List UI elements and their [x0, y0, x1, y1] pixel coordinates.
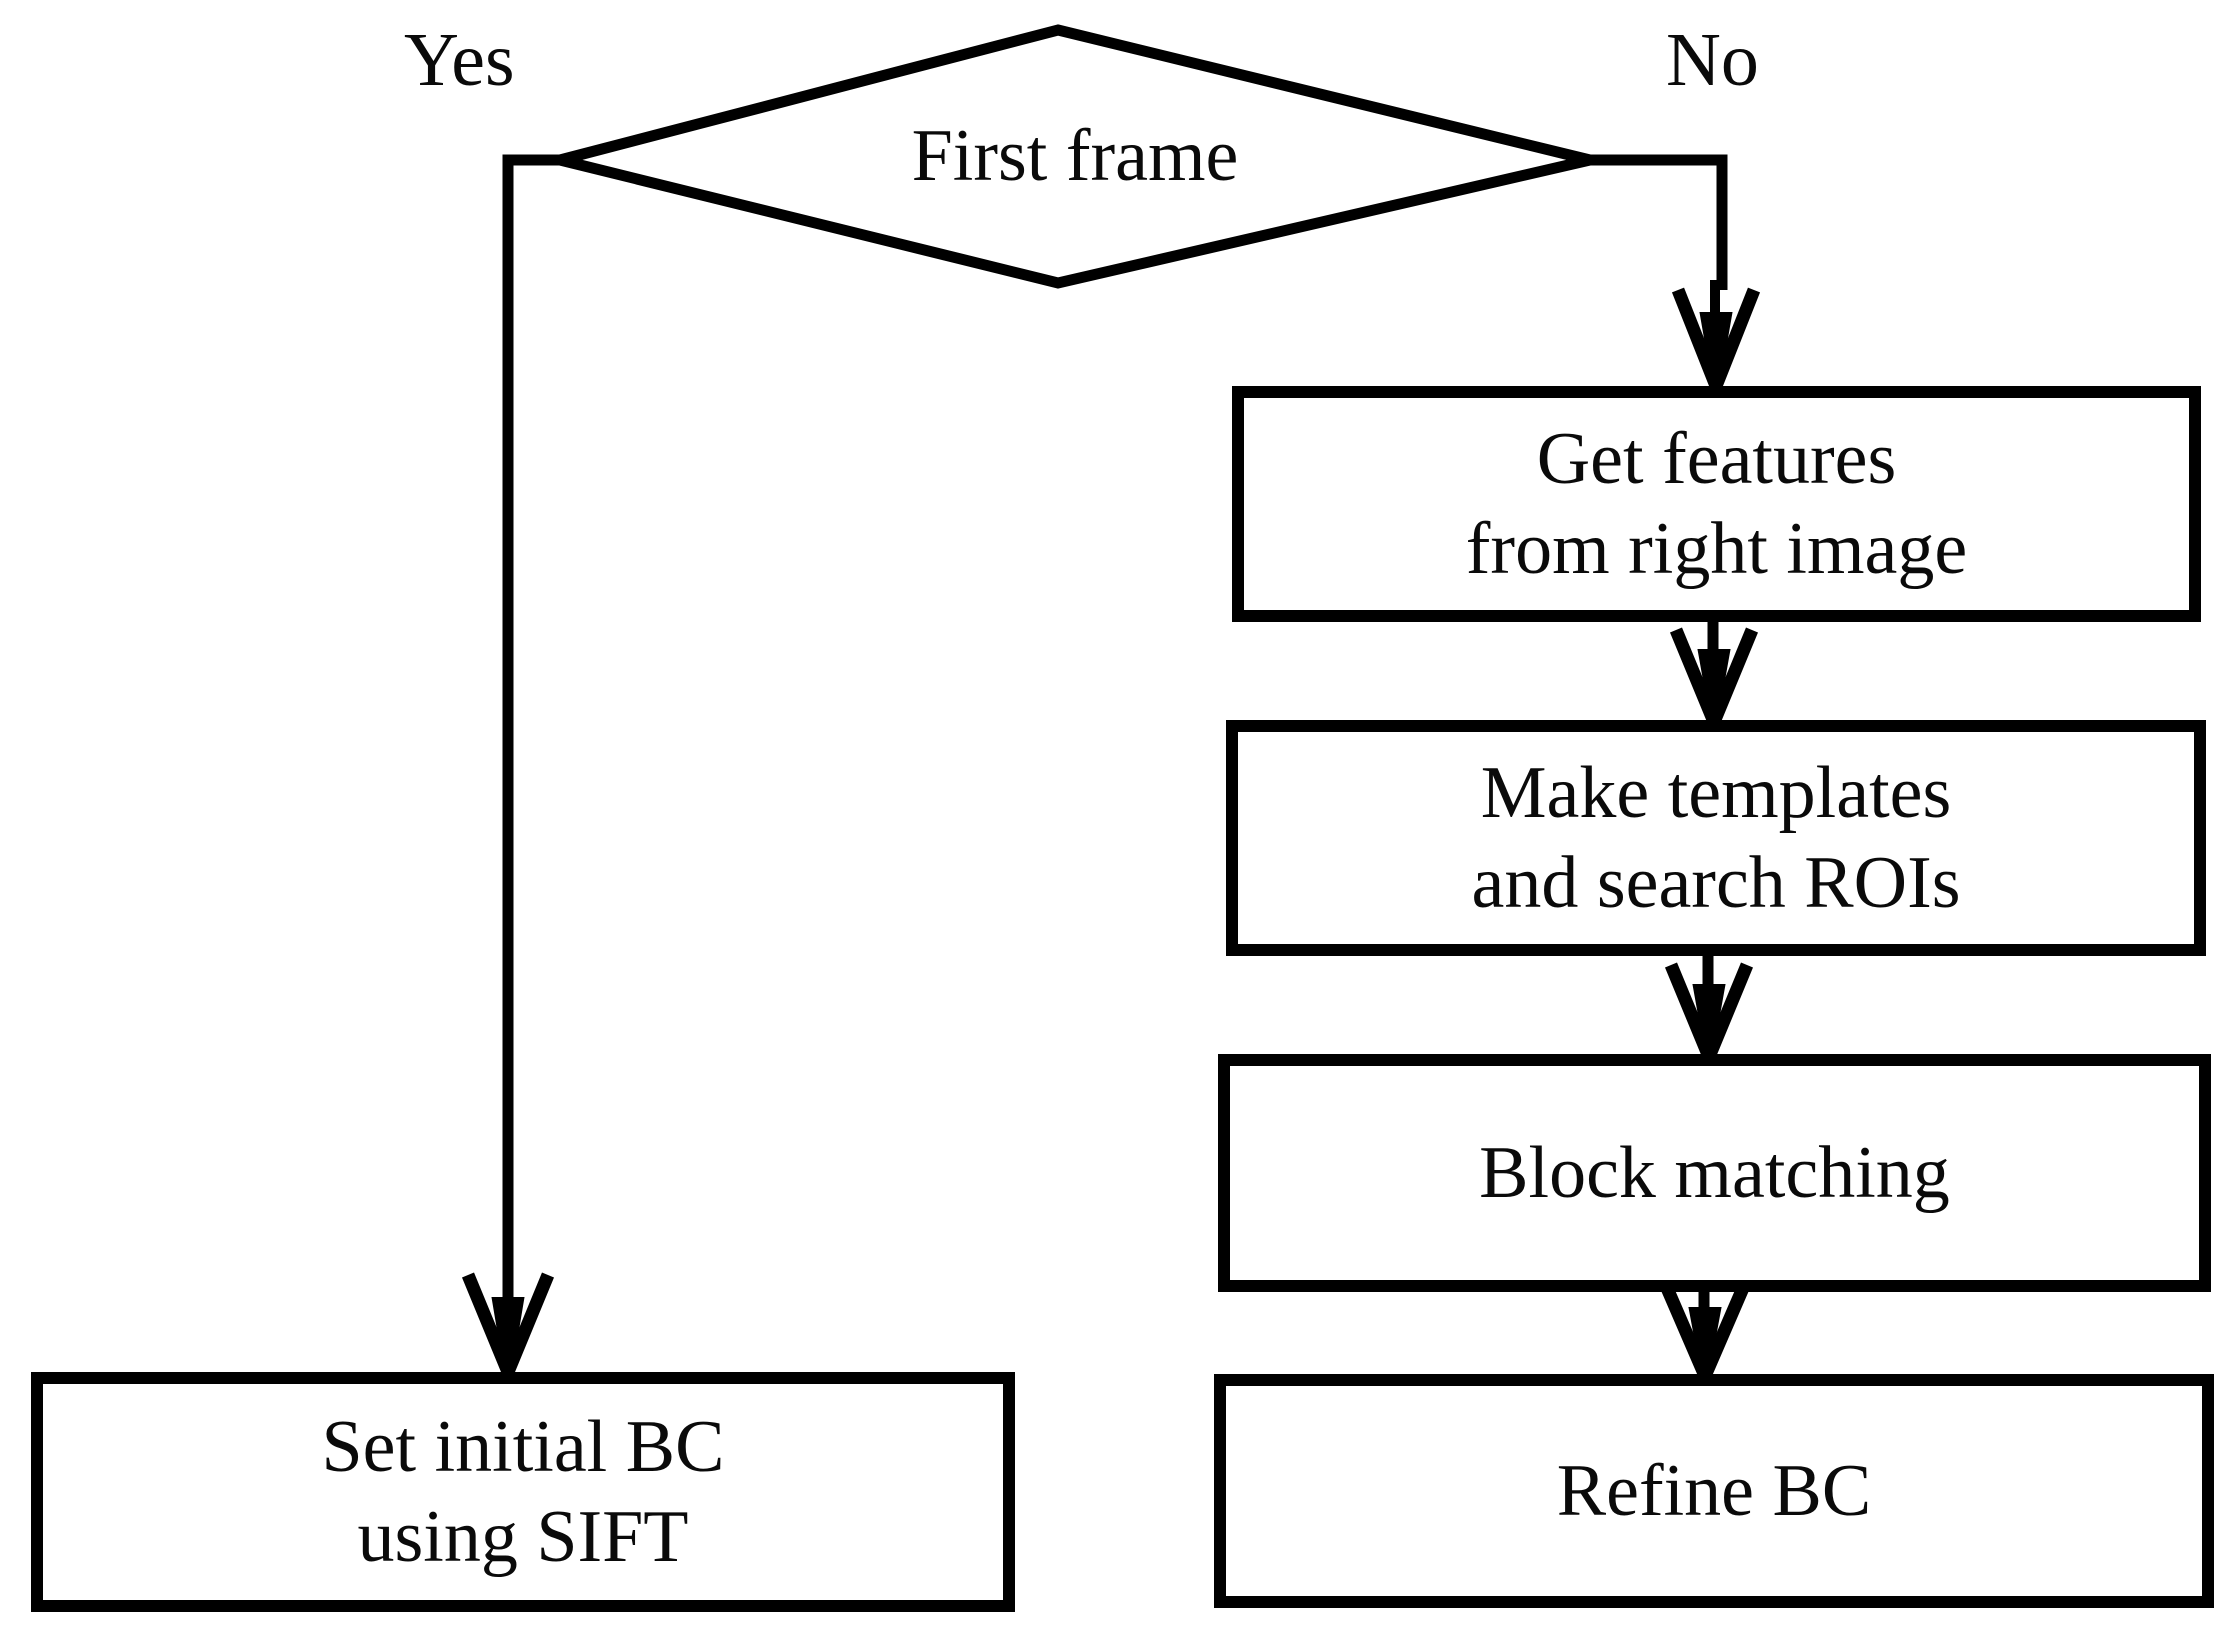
- process-node-set-initial-bc[interactable]: [31, 1372, 1015, 1612]
- edge-no-arrow-fill: [1699, 312, 1733, 391]
- process-node-block-matching[interactable]: [1218, 1054, 2211, 1292]
- decision-node-first-frame[interactable]: [558, 24, 1592, 289]
- process-node-get-features[interactable]: [1232, 386, 2201, 622]
- edge-no-path: [1585, 154, 1728, 290]
- branch-label-no: No: [1666, 22, 1759, 98]
- edge-yes-path: [502, 154, 560, 1330]
- process-node-refine-bc[interactable]: [1214, 1374, 2214, 1608]
- branch-label-no-text: No: [1666, 18, 1759, 102]
- edge-yes-arrow-fill: [491, 1297, 525, 1379]
- branch-label-yes-text: Yes: [404, 18, 515, 102]
- branch-label-yes: Yes: [404, 22, 515, 98]
- edge-2-arrow-fill: [1692, 984, 1726, 1061]
- process-node-make-templates[interactable]: [1226, 720, 2206, 956]
- edge-3-arrow-fill: [1688, 1307, 1722, 1381]
- edge-1-arrow-fill: [1697, 649, 1731, 726]
